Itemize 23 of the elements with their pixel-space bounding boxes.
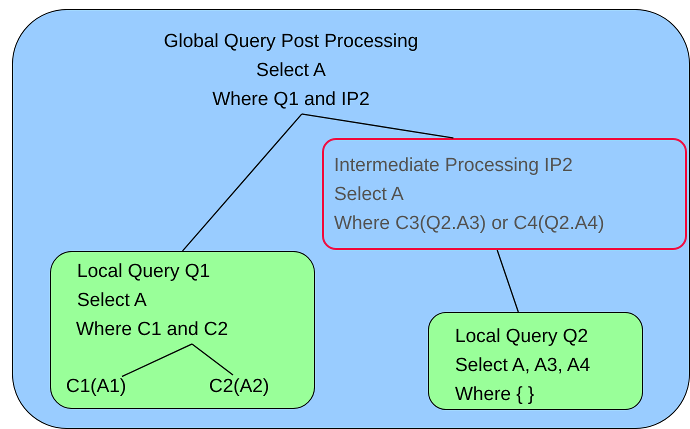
connector-line: [122, 343, 192, 378]
region-background: [12, 9, 690, 429]
process-text: Where C3(Q2.A3) or C4(Q2.A4): [334, 212, 606, 236]
query-text: Select A: [255, 59, 327, 83]
condition-text: C1(A1): [66, 375, 128, 399]
query-text: Where { }: [455, 383, 536, 407]
query-text: Select A, A3, A4: [455, 354, 592, 378]
connector-line: [302, 113, 454, 139]
connector-line: [496, 250, 519, 312]
query-text: Where Q1 and IP2: [211, 88, 371, 112]
query-text: Local Query Q1: [77, 260, 212, 284]
query-text: Where C1 and C2: [76, 318, 230, 342]
query-box: [428, 312, 643, 410]
process-text: Select A: [334, 183, 405, 207]
query-text: Local Query Q2: [455, 325, 590, 349]
condition-text: C2(A2): [209, 375, 270, 399]
query-box: [50, 251, 315, 409]
connector-line: [192, 343, 234, 376]
connector-line: [182, 114, 302, 252]
query-text: Global Query Post Processing: [162, 30, 420, 54]
process-text: Intermediate Processing IP2: [334, 154, 574, 178]
process-box: [322, 138, 687, 250]
query-text: Select A: [77, 289, 148, 313]
